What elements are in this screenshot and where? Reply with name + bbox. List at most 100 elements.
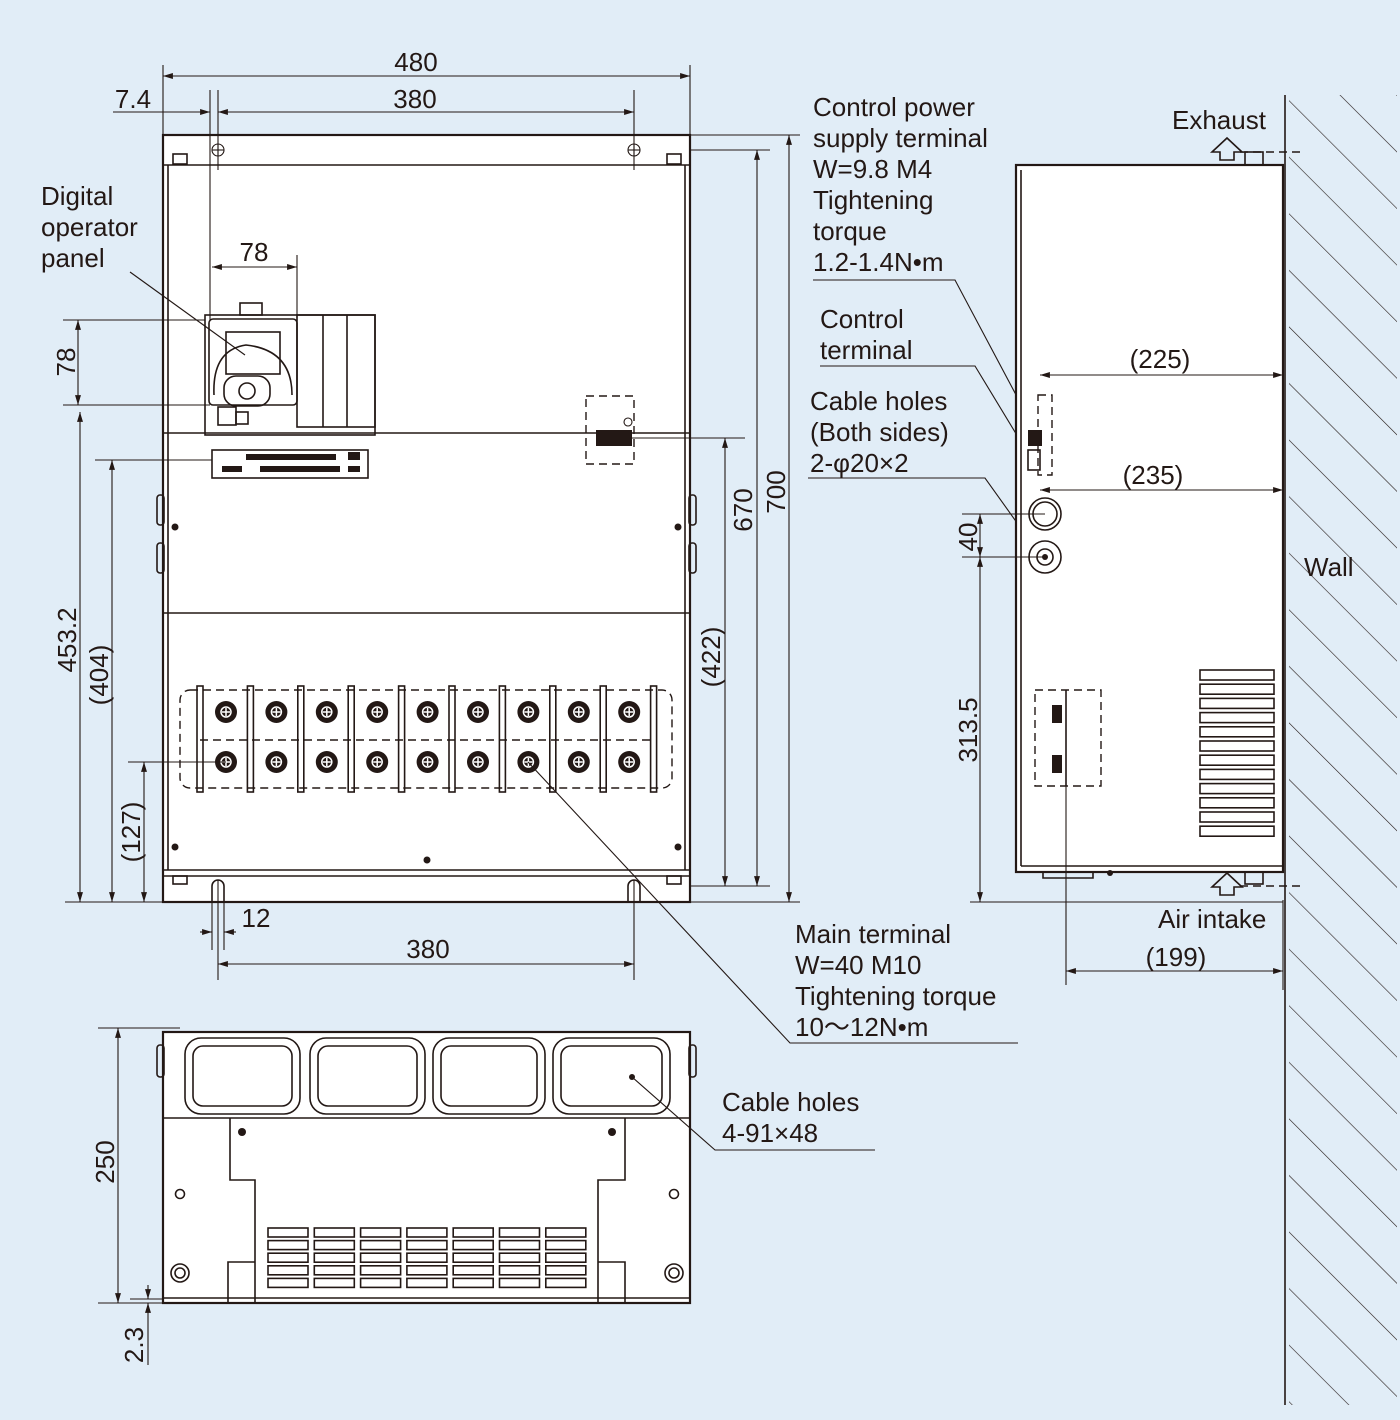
dim-panel-height-78: 78 (51, 348, 81, 377)
main-terminal-screw (366, 751, 389, 773)
vent-slot (1199, 669, 1275, 681)
bottom-enclosure (161, 1030, 692, 1305)
control-terminal-strip (211, 449, 369, 479)
main-terminal-screw (467, 751, 489, 773)
bottom-cable-hole (552, 1037, 671, 1115)
svg-text:4-91×48: 4-91×48 (722, 1118, 818, 1148)
svg-text:panel: panel (41, 243, 105, 273)
dim-height-700: 700 (761, 470, 791, 513)
bottom-vent-slots (267, 1227, 587, 1289)
svg-text:1.2-1.4N•m: 1.2-1.4N•m (813, 247, 943, 277)
dim-height-670: 670 (728, 488, 758, 531)
vent-slot (267, 1227, 309, 1238)
terminal-barrier (397, 685, 406, 793)
svg-text:(Both sides): (Both sides) (810, 417, 949, 447)
svg-text:Cable holes: Cable holes (722, 1087, 859, 1117)
side-control-terminal (1027, 394, 1053, 476)
svg-text:Main terminal: Main terminal (795, 919, 951, 949)
vent-slot (359, 1227, 402, 1238)
vent-slot (406, 1227, 448, 1238)
dim-height-422: (422) (696, 627, 726, 688)
dim-depth-199: (199) (1146, 942, 1207, 972)
svg-text:supply terminal: supply terminal (813, 123, 988, 153)
exhaust-label: Exhaust (1172, 105, 1267, 135)
svg-text:operator: operator (41, 212, 138, 242)
vent-slot (313, 1265, 356, 1276)
exhaust-arrow-icon (1209, 136, 1245, 161)
svg-text:Digital: Digital (41, 181, 113, 211)
bottom-cable-hole (309, 1037, 426, 1115)
bottom-mounting-hole-left (170, 1263, 190, 1283)
dim-mount-380-bottom: 380 (406, 934, 449, 964)
vent-slot (406, 1277, 448, 1289)
vent-slot (1199, 811, 1275, 823)
vent-slot (498, 1252, 541, 1263)
dim-panel-width-78: 78 (240, 237, 269, 267)
callout-cable-holes-side: Cable holes (Both sides) 2-φ20×2 (808, 386, 1041, 556)
terminal-barrier (548, 685, 557, 793)
front-enclosure (161, 133, 692, 904)
vent-slot (544, 1239, 587, 1251)
main-terminal-screw (618, 701, 641, 723)
vent-slot (359, 1239, 402, 1251)
main-terminal-block (179, 685, 673, 793)
vent-slot (1199, 711, 1275, 724)
vent-slot (1199, 782, 1275, 795)
terminal-barrier (196, 685, 204, 793)
callout-cable-holes-bottom: Cable holes 4-91×48 (631, 1076, 875, 1151)
vent-slot (452, 1277, 495, 1289)
vent-slot (359, 1277, 402, 1289)
main-terminal-screw (265, 701, 288, 723)
bottom-cable-holes (184, 1037, 671, 1115)
callout-main-terminal: Main terminal W=40 M10 Tightening torque… (527, 761, 1018, 1044)
svg-text:Control power: Control power (813, 92, 975, 122)
side-view (1014, 95, 1397, 1405)
dim-offset-7-4: 7.4 (115, 84, 151, 114)
bottom-cable-hole (432, 1037, 546, 1115)
svg-text:10～12N•m: 10～12N•m (795, 1012, 928, 1042)
vent-slot (452, 1252, 495, 1263)
vent-slot (406, 1239, 448, 1251)
dim-height-453-2: 453.2 (52, 607, 82, 672)
digital-operator-panel (204, 302, 376, 436)
dim-depth-225: (225) (1130, 344, 1191, 374)
vent-slot (313, 1239, 356, 1251)
dim-height-127: (127) (116, 802, 146, 863)
vent-slot (313, 1227, 356, 1238)
terminal-barrier (448, 685, 456, 793)
dim-width-480: 480 (394, 47, 437, 77)
main-terminal-screw (567, 701, 590, 723)
svg-text:Tightening: Tightening (813, 185, 933, 215)
vent-slot (498, 1239, 541, 1251)
vent-slot (313, 1252, 356, 1263)
vent-slot (406, 1252, 448, 1263)
vent-slot (267, 1277, 309, 1289)
bottom-view (156, 1030, 697, 1305)
svg-text:W=9.8 M4: W=9.8 M4 (813, 154, 932, 184)
vent-slot (1199, 754, 1275, 767)
operator-keypad (223, 375, 271, 407)
svg-text:Cable holes: Cable holes (810, 386, 947, 416)
vent-slot (267, 1239, 309, 1251)
vent-slot (544, 1252, 587, 1263)
vent-slot (359, 1265, 402, 1276)
svg-text:Tightening torque: Tightening torque (795, 981, 996, 1011)
dim-mount-380-top: 380 (393, 84, 436, 114)
vent-slot (544, 1277, 587, 1289)
bottom-cable-hole (184, 1037, 301, 1115)
terminal-barrier (649, 685, 658, 793)
dim-depth-250: 250 (90, 1140, 120, 1183)
vent-slot (1199, 683, 1275, 696)
vent-slot (498, 1227, 541, 1238)
front-view (156, 133, 697, 904)
dim-hole-height-313-5: 313.5 (953, 697, 983, 762)
vent-slot (1199, 768, 1275, 781)
vent-slot (1199, 725, 1275, 738)
svg-text:W=40 M10: W=40 M10 (795, 950, 921, 980)
vent-slot (267, 1265, 309, 1276)
control-power-supply-terminal (585, 395, 635, 465)
vent-slot (544, 1227, 587, 1238)
vent-slot (406, 1265, 448, 1276)
vent-slot (1199, 825, 1275, 838)
main-terminal-screw (517, 701, 540, 723)
